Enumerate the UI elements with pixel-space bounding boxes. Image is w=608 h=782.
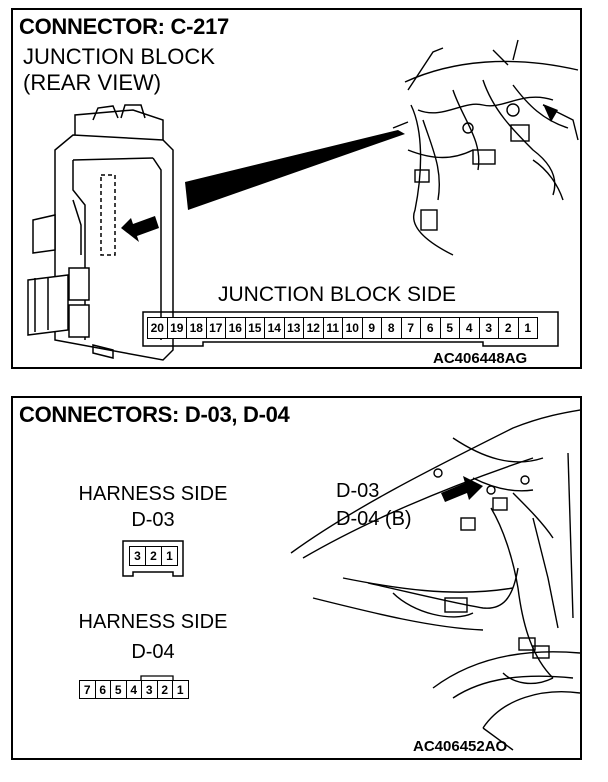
pin-3: 3 <box>478 317 499 339</box>
figure-id: AC406452AO <box>413 738 508 755</box>
pin-16: 16 <box>225 317 246 339</box>
pin-12: 12 <box>303 317 324 339</box>
pin-20: 20 <box>147 317 168 339</box>
connector-c217-panel: CONNECTOR: C-217 JUNCTION BLOCK (REAR VI… <box>11 8 582 369</box>
panel-title: CONNECTORS: D-03, D-04 <box>19 402 290 427</box>
pin-5: 5 <box>110 680 127 699</box>
connectors-d03-d04-panel: CONNECTORS: D-03, D-04 HARNESS SIDE D-03… <box>11 396 582 760</box>
pin-2: 2 <box>498 317 519 339</box>
pin-15: 15 <box>244 317 265 339</box>
pin-13: 13 <box>283 317 304 339</box>
pin-6: 6 <box>94 680 111 699</box>
pin-4: 4 <box>125 680 142 699</box>
pin-6: 6 <box>420 317 441 339</box>
panel-title: CONNECTOR: C-217 <box>19 14 229 39</box>
callout-d04-label: D-04 (B) <box>336 508 412 530</box>
pin-17: 17 <box>205 317 226 339</box>
pin-2: 2 <box>156 680 173 699</box>
d04-harness-side-heading: HARNESS SIDE <box>78 611 228 633</box>
pin-3: 3 <box>129 546 146 566</box>
figure-id: AC406448AG <box>433 350 528 367</box>
pin-1: 1 <box>161 546 178 566</box>
pin-9: 9 <box>361 317 382 339</box>
d03-harness-side-heading: HARNESS SIDE <box>78 483 228 505</box>
c217-connector-outline <box>142 311 559 347</box>
subtitle-line-2: (REAR VIEW) <box>23 70 162 95</box>
junction-block-side-label: JUNCTION BLOCK SIDE <box>218 283 457 306</box>
subtitle-line-1: JUNCTION BLOCK <box>23 44 215 69</box>
vehicle-interior-illustration <box>122 409 580 751</box>
pin-1: 1 <box>517 317 538 339</box>
pin-8: 8 <box>381 317 402 339</box>
pin-19: 19 <box>166 317 187 339</box>
pin-3: 3 <box>141 680 158 699</box>
pin-7: 7 <box>400 317 421 339</box>
pin-5: 5 <box>439 317 460 339</box>
pin-11: 11 <box>322 317 343 339</box>
pin-7: 7 <box>79 680 96 699</box>
pin-4: 4 <box>459 317 480 339</box>
pin-1: 1 <box>172 680 189 699</box>
pin-14: 14 <box>264 317 285 339</box>
pin-2: 2 <box>145 546 162 566</box>
junction-block-illustration <box>27 39 579 361</box>
d04-connector-name: D-04 <box>131 641 175 663</box>
d03-connector-name: D-03 <box>131 509 175 531</box>
pin-18: 18 <box>186 317 207 339</box>
callout-d03-label: D-03 <box>336 480 380 502</box>
pin-10: 10 <box>342 317 363 339</box>
